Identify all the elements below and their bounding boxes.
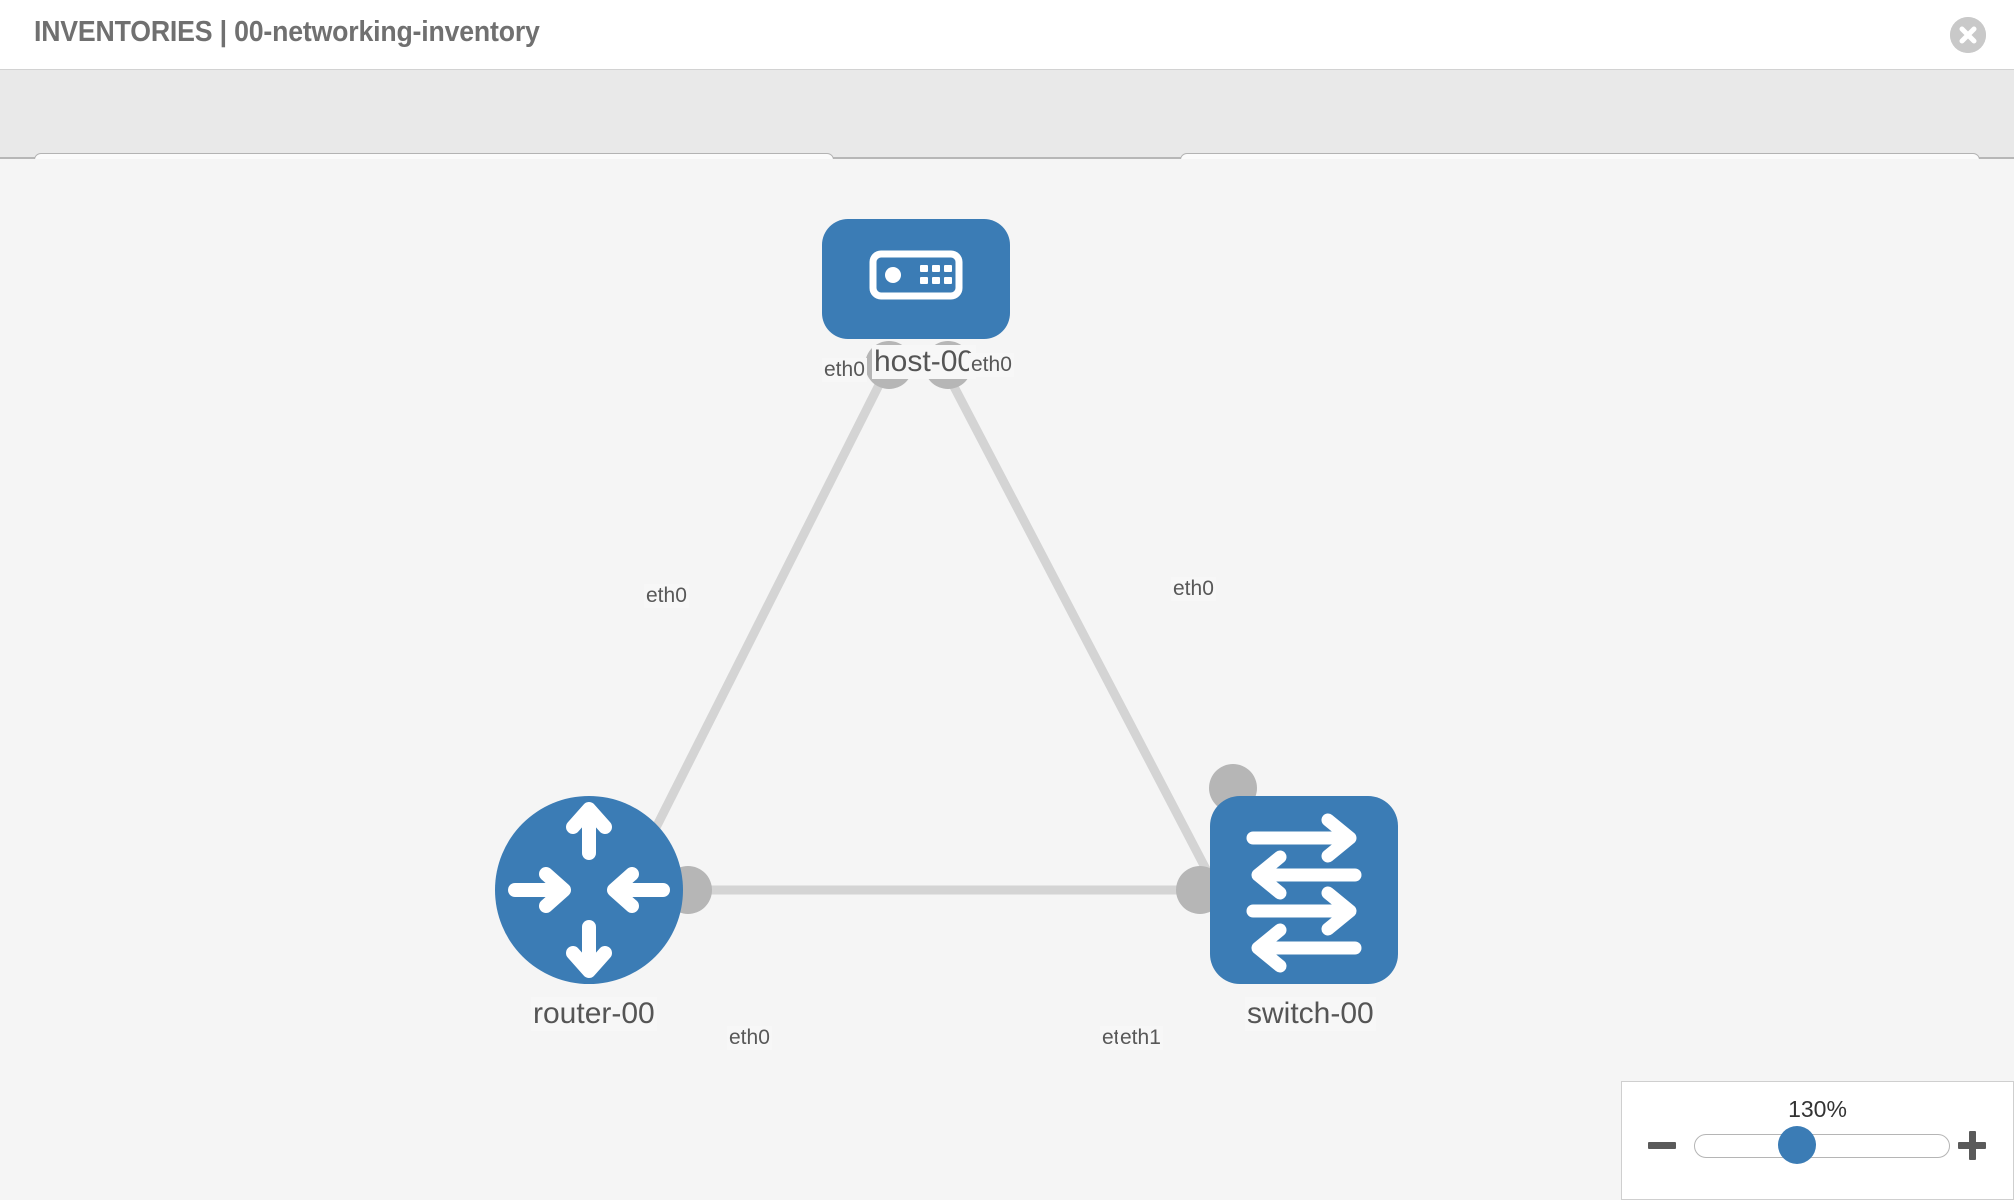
link-host-switch xyxy=(946,376,1236,922)
zoom-slider-track[interactable] xyxy=(1694,1134,1950,1158)
iface-label-host-right: eth0 xyxy=(969,353,1014,377)
zoom-out-button[interactable] xyxy=(1646,1129,1680,1163)
zoom-control: 130% xyxy=(1621,1081,2014,1200)
topology-graph xyxy=(495,219,1398,984)
node-label-switch: switch-00 xyxy=(1245,997,1376,1031)
iface-label-host-left: eth0 xyxy=(822,358,867,382)
zoom-percent-label: 130% xyxy=(1788,1096,1847,1122)
toolbar: ACTIONS SEARCH xyxy=(0,69,2014,215)
node-host-00[interactable] xyxy=(822,219,1010,339)
iface-label-switch-up: eth0 xyxy=(1171,577,1216,601)
node-switch-00[interactable] xyxy=(1210,796,1398,984)
link-host-router xyxy=(615,376,887,902)
close-icon[interactable] xyxy=(1950,17,1986,53)
page-title: INVENTORIES | 00-networking-inventory xyxy=(34,16,540,48)
iface-label-switch-left-b: eth1 xyxy=(1118,1026,1163,1050)
node-router-00[interactable] xyxy=(495,796,683,984)
node-label-router: router-00 xyxy=(531,997,657,1031)
zoom-slider-thumb[interactable] xyxy=(1778,1126,1816,1164)
iface-label-router-right: eth0 xyxy=(727,1026,772,1050)
zoom-in-button[interactable] xyxy=(1956,1129,1990,1163)
page-header: INVENTORIES | 00-networking-inventory xyxy=(0,0,2014,69)
node-label-host: host-00 xyxy=(872,345,977,379)
topology-canvas[interactable]: host-00 router-00 switch-00 eth0 eth0 et… xyxy=(0,159,2014,1200)
link-group xyxy=(615,376,1236,922)
iface-label-router-up: eth0 xyxy=(644,584,689,608)
